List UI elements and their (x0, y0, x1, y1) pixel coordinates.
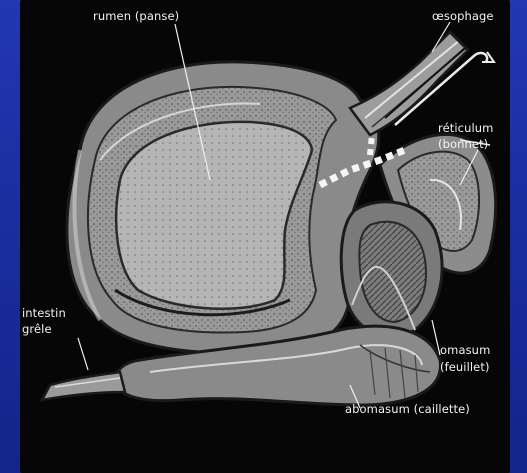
omasum (341, 202, 442, 337)
label-oesophagus: œsophage (432, 9, 494, 23)
label-intestine: intestin (22, 306, 66, 320)
small-intestine (42, 372, 125, 400)
oesophagus (350, 32, 494, 135)
label-intestine-2: grêle (22, 322, 52, 336)
label-omasum: omasum (440, 343, 490, 357)
label-reticulum-alt: (bonnet) (438, 137, 488, 151)
label-reticulum: réticulum (438, 121, 493, 135)
label-abomasum: abomasum (caillette) (345, 402, 470, 416)
label-rumen: rumen (panse) (93, 9, 179, 23)
label-omasum-alt: (feuillet) (440, 360, 490, 374)
rumen (67, 62, 379, 353)
